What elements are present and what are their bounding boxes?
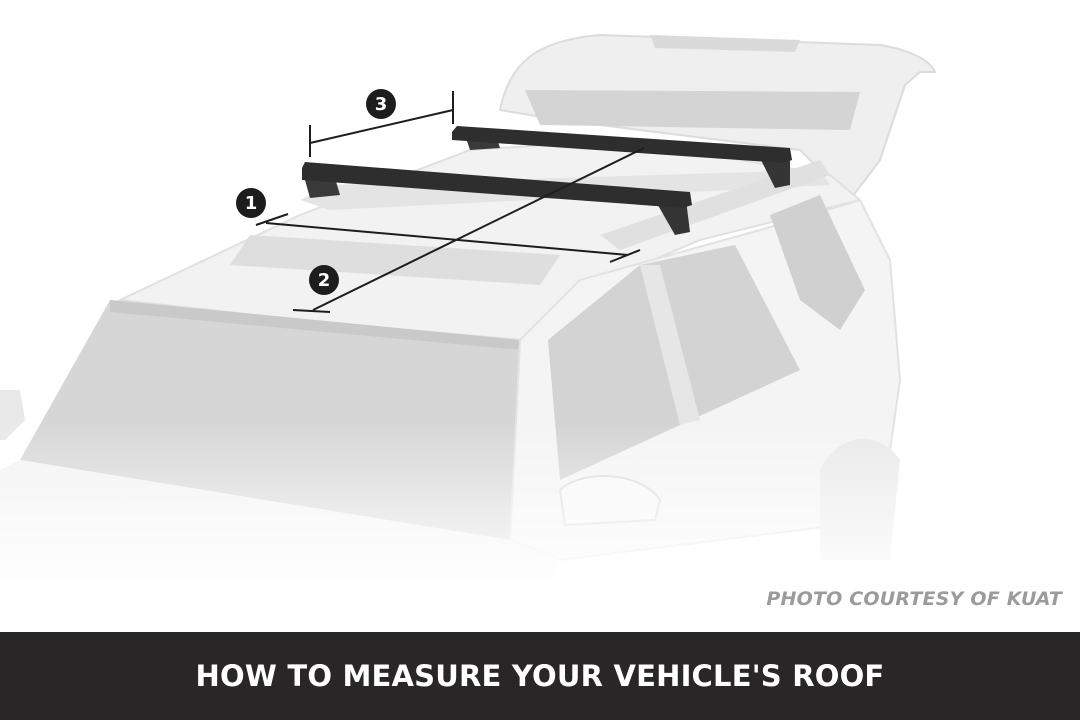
vehicle-illustration: 3 1 2 PHOTO COURTESY OF KUAT xyxy=(0,33,1080,632)
caption-banner: HOW TO MEASURE YOUR VEHICLE'S ROOF xyxy=(0,632,1080,720)
measurement-marker-2: 2 xyxy=(309,265,339,295)
rear-crossbar xyxy=(452,126,792,163)
front-crossbar xyxy=(302,162,692,208)
banner-title: HOW TO MEASURE YOUR VEHICLE'S ROOF xyxy=(195,659,885,693)
measurement-marker-1: 1 xyxy=(236,188,266,218)
bottom-fade xyxy=(0,420,1080,632)
measurement-marker-3: 3 xyxy=(366,89,396,119)
photo-credit: PHOTO COURTESY OF KUAT xyxy=(766,588,1062,610)
